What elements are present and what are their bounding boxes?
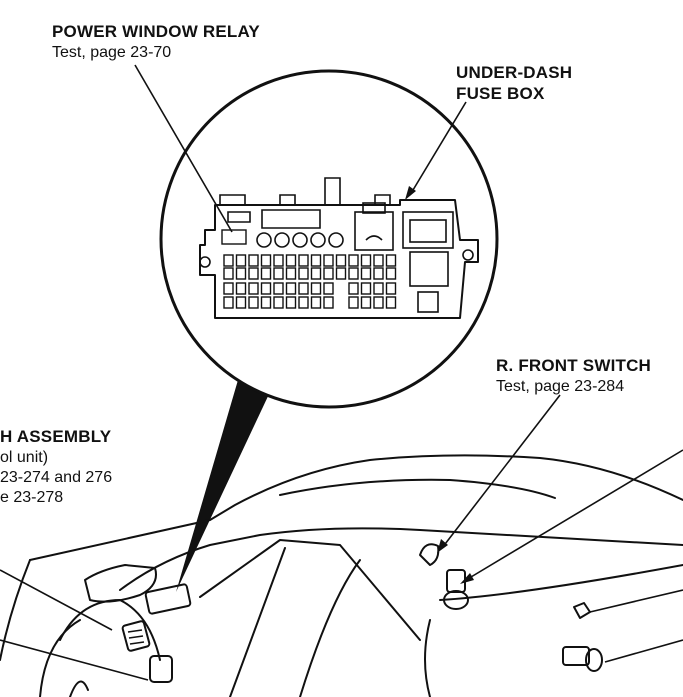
fuse-slot bbox=[348, 282, 359, 295]
fuse-slot bbox=[285, 296, 297, 309]
fuse-slot bbox=[385, 267, 397, 280]
fuse-slot bbox=[273, 267, 284, 280]
leader-fuse-box bbox=[409, 101, 467, 196]
fuse-slot bbox=[248, 296, 259, 309]
fuse-slot bbox=[373, 296, 384, 309]
fuse-slot bbox=[285, 267, 297, 280]
switch-parts bbox=[121, 543, 603, 683]
fuse-slot bbox=[235, 296, 247, 309]
arrowhead-right-1 bbox=[460, 573, 474, 584]
switch-assembly-line2: 23-274 and 276 bbox=[0, 469, 113, 486]
fuse-slot bbox=[323, 267, 334, 280]
fuse-slot bbox=[373, 282, 384, 295]
fuse-slot bbox=[323, 282, 334, 295]
fuse-box-line2: FUSE BOX bbox=[456, 84, 545, 103]
fuse-slot bbox=[248, 254, 259, 267]
switch-assembly-title: H ASSEMBLY bbox=[0, 427, 112, 446]
fuse-slot bbox=[260, 267, 272, 280]
leader-r-front-switch bbox=[441, 394, 561, 549]
fuse-slot bbox=[360, 296, 372, 309]
fuse-slot bbox=[373, 267, 384, 280]
power-window-relay-sub: Test, page 23-70 bbox=[52, 44, 172, 61]
fuse-slot bbox=[360, 254, 372, 267]
fuse-slot bbox=[323, 296, 334, 309]
r-front-switch-title: R. FRONT SWITCH bbox=[496, 356, 652, 375]
fuse-slot bbox=[310, 254, 322, 267]
fuse-slot bbox=[223, 254, 234, 267]
fuse-slot bbox=[335, 267, 347, 280]
fuse-grid bbox=[223, 254, 397, 309]
leader-right-3 bbox=[604, 639, 683, 663]
fuse-slot bbox=[385, 282, 397, 295]
under-dash-fuse-box-drawing bbox=[199, 177, 479, 319]
fuse-slot bbox=[323, 254, 334, 267]
fuse-slot bbox=[223, 296, 234, 309]
power-window-relay-title: POWER WINDOW RELAY bbox=[52, 22, 260, 41]
fuse-slot bbox=[360, 282, 372, 295]
fuse-slot bbox=[260, 296, 272, 309]
leader-right-2 bbox=[589, 589, 683, 613]
fuse-slot bbox=[360, 267, 372, 280]
fuse-slot bbox=[285, 282, 297, 295]
fuse-slot bbox=[373, 254, 384, 267]
fuse-slot bbox=[273, 296, 284, 309]
fuse-slot bbox=[235, 267, 247, 280]
fuse-slot bbox=[310, 296, 322, 309]
fuse-slot bbox=[385, 254, 397, 267]
fuse-box-line1: UNDER-DASH bbox=[456, 63, 573, 82]
fuse-slot bbox=[248, 282, 259, 295]
fuse-slot bbox=[348, 254, 359, 267]
magnifier-pointer bbox=[176, 380, 270, 592]
arrowhead-r-front-switch bbox=[437, 539, 448, 553]
fuse-slot bbox=[310, 282, 322, 295]
fuse-slot bbox=[248, 267, 259, 280]
leader-left-2 bbox=[0, 639, 149, 681]
leader-left-1 bbox=[0, 569, 113, 631]
switch-assembly-line3: e 23-278 bbox=[0, 489, 64, 506]
fuse-slot bbox=[273, 282, 284, 295]
fuse-slot bbox=[385, 296, 397, 309]
fuse-slot bbox=[223, 282, 234, 295]
fuse-slot bbox=[310, 267, 322, 280]
fuse-slot bbox=[260, 254, 272, 267]
fuse-slot bbox=[223, 267, 234, 280]
fuse-slot bbox=[348, 267, 359, 280]
arrowhead-fuse-box bbox=[405, 186, 416, 200]
fuse-slot bbox=[348, 296, 359, 309]
leader-right-1 bbox=[465, 449, 683, 581]
fuse-slot bbox=[285, 254, 297, 267]
leader-power-window-relay bbox=[134, 64, 233, 233]
fuse-slot bbox=[298, 254, 309, 267]
r-front-switch-sub: Test, page 23-284 bbox=[496, 378, 625, 395]
fuse-slot bbox=[235, 254, 247, 267]
switch-assembly-line1: ol unit) bbox=[0, 449, 49, 466]
fuse-slot bbox=[298, 267, 309, 280]
fuse-slot bbox=[260, 282, 272, 295]
car-body bbox=[0, 454, 683, 697]
fuse-slot bbox=[298, 296, 309, 309]
fuse-slot bbox=[298, 282, 309, 295]
fuse-slot bbox=[335, 254, 347, 267]
fuse-slot bbox=[273, 254, 284, 267]
fuse-slot bbox=[235, 282, 247, 295]
